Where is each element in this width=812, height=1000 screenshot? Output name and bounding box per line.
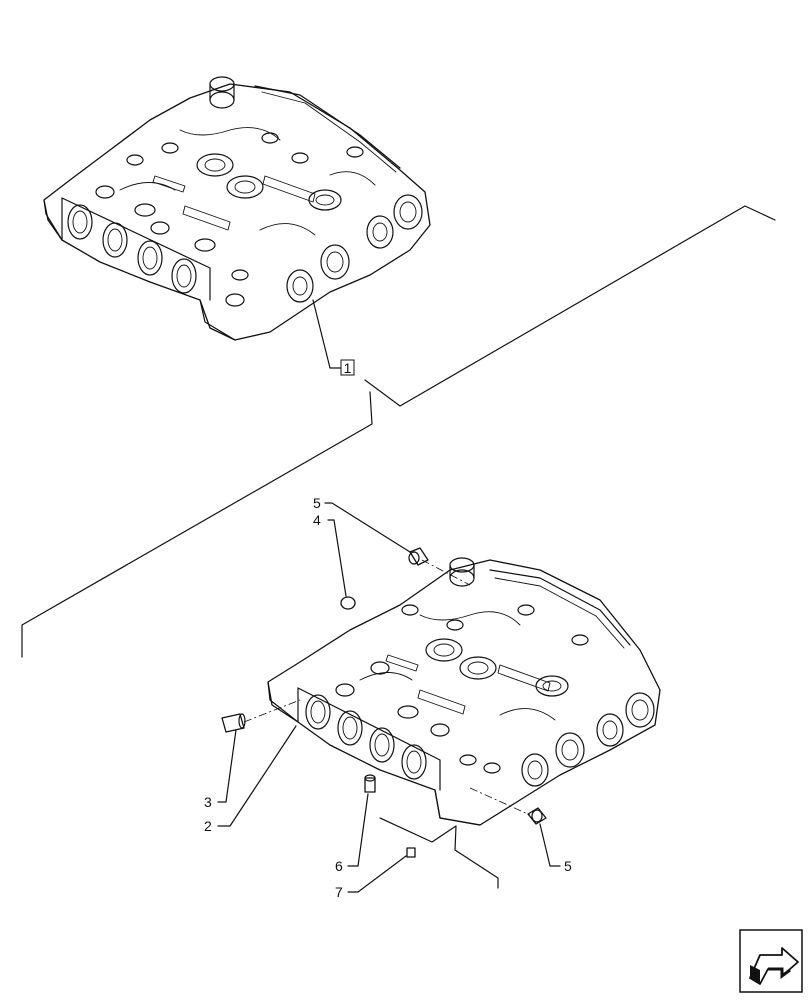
callout-1-label: 1 [344, 360, 352, 376]
callout-1: 1 [340, 359, 355, 376]
axis-line-right [469, 787, 531, 816]
callout-7: 7 [335, 884, 343, 900]
part-5-plug-bottom [527, 807, 547, 825]
next-page-arrow-icon[interactable] [739, 929, 803, 993]
explode-bracket-small [379, 817, 499, 889]
explode-bracket-lower [21, 391, 373, 658]
leader-line-5-top [324, 502, 411, 553]
valve-block-assembly-top [43, 76, 431, 341]
leader-line-6 [347, 793, 369, 867]
axis-line-left [243, 699, 301, 723]
leader-line-7 [347, 855, 407, 893]
part-6-plug [364, 774, 376, 793]
callout-3: 3 [204, 794, 212, 810]
callout-5-top: 5 [313, 495, 321, 511]
leader-line-5-bottom [539, 823, 561, 867]
valve-block-assembly-bottom [267, 557, 661, 826]
axis-line-top [421, 559, 471, 586]
leader-line-3 [217, 729, 237, 803]
callout-2: 2 [204, 818, 212, 834]
callout-5-bottom: 5 [564, 858, 572, 874]
explode-bracket-upper [364, 205, 776, 407]
part-4-plug [340, 596, 356, 610]
leader-line-1 [312, 299, 344, 369]
part-3-pin [221, 713, 246, 733]
leader-line-4 [327, 519, 347, 597]
callout-6: 6 [335, 858, 343, 874]
part-7-screw [406, 847, 416, 858]
callout-4: 4 [313, 512, 321, 528]
part-5-plug-top [408, 547, 429, 566]
leader-line-2 [217, 725, 297, 827]
